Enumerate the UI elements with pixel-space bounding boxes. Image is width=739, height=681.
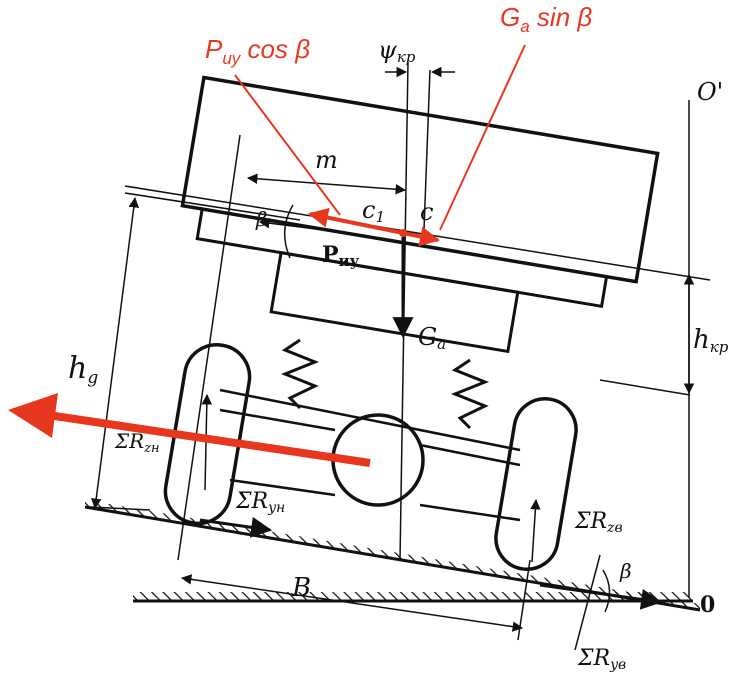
- right-wheel: [494, 397, 578, 571]
- rzn-label: ΣRzн: [114, 429, 160, 456]
- rollover-direction-arrow: [47, 411, 371, 467]
- beta-arc-left: [284, 204, 294, 259]
- p-cos-beta-label: Pиу cos β: [205, 34, 310, 68]
- beta-left-label: β: [255, 207, 268, 231]
- right-spring: [450, 358, 490, 430]
- ryn-force-arrow: [199, 516, 273, 538]
- o-prime-label: O': [697, 78, 723, 106]
- psi-kr-label: ψкр: [378, 36, 416, 66]
- b-label: B: [291, 573, 311, 603]
- piu-force-arrow: [258, 217, 341, 233]
- rollover-arrow-head: [8, 393, 58, 438]
- p-cos-leader: [234, 74, 341, 216]
- hg-label: hg: [68, 351, 98, 388]
- c1-label: c1: [362, 196, 385, 226]
- origin-label: 0: [700, 592, 715, 618]
- p-cos-component: [308, 207, 404, 235]
- vehicle-body: [180, 75, 660, 354]
- rzv-force-arrow: [530, 498, 541, 563]
- hkr-label: hкр: [693, 325, 729, 356]
- g-sin-beta-label: Ga sin β: [500, 2, 592, 36]
- reference-lines: [89, 61, 711, 651]
- left-wheel: [163, 343, 252, 526]
- mass-center-point: [399, 229, 407, 237]
- g-sin-component: [402, 226, 440, 247]
- axle-beams: [219, 388, 521, 522]
- g-sin-leader: [439, 44, 526, 231]
- ryn-label: ΣRyн: [235, 489, 285, 516]
- ga-label: Ga: [418, 323, 446, 353]
- beta-arc-right: [602, 569, 611, 613]
- left-spring: [280, 338, 320, 410]
- ryv-force-arrow: [539, 583, 663, 610]
- hg-dimension: [91, 196, 139, 510]
- m-dimension: [246, 173, 407, 195]
- piu-label: Pиу: [322, 242, 360, 270]
- b-dimension: [180, 574, 524, 632]
- beta-right-label: β: [619, 559, 632, 583]
- rzv-label: ΣRzв: [574, 509, 623, 536]
- ryv-label: ΣRyв: [577, 646, 626, 673]
- c-label: c: [420, 198, 433, 226]
- m-label: m: [315, 146, 338, 174]
